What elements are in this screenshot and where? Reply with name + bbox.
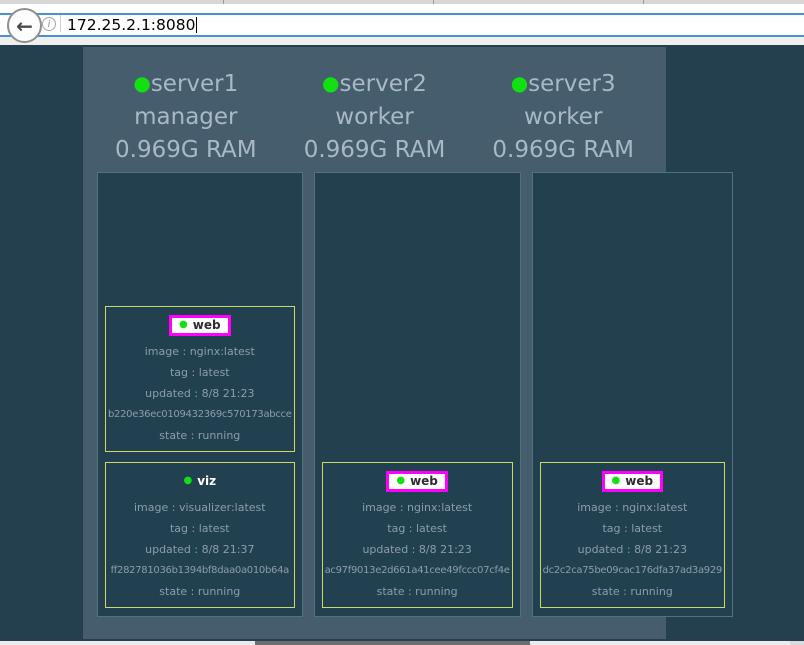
container-image: image : nginx:latest — [577, 501, 688, 514]
node-status-icon: ● — [133, 71, 151, 95]
container-updated: updated : 8/8 21:23 — [362, 543, 472, 556]
address-bar-divider — [60, 15, 61, 32]
tab-separator — [433, 0, 434, 4]
node-ram: 0.969G RAM — [115, 137, 257, 163]
service-highlight-box[interactable]: ● web — [601, 470, 664, 492]
container-status-icon: ● — [183, 475, 193, 486]
container-card-viz: ● viz image : visualizer:latest tag : lat… — [105, 462, 295, 608]
container-state: state : running — [376, 585, 458, 598]
address-bar[interactable] — [0, 13, 804, 37]
node-column-server1: ● web image : nginx:latest tag : latest u… — [97, 172, 303, 617]
node-name: server2 — [339, 71, 427, 97]
container-id: dc2c2ca75be09cac176dfa37ad3a929 — [542, 565, 722, 576]
container-tag: tag : latest — [169, 522, 230, 535]
container-card-web: ● web image : nginx:latest tag : latest u… — [539, 462, 725, 608]
node-role: manager — [134, 104, 238, 130]
node-role: worker — [335, 104, 414, 130]
container-state: state : running — [159, 585, 241, 598]
node-column-server2: ● web image : nginx:latest tag : latest u… — [313, 172, 521, 617]
container-tag: tag : latest — [387, 522, 447, 535]
horizontal-scrollbar[interactable] — [0, 641, 804, 645]
container-image: image : nginx:latest — [362, 501, 473, 514]
node-columns: ● web image : nginx:latest tag : latest u… — [83, 172, 733, 617]
container-title: ● viz — [108, 470, 292, 492]
back-button[interactable]: ← — [7, 8, 42, 43]
container-state: state : running — [159, 429, 241, 442]
service-title[interactable]: ● viz — [183, 474, 216, 488]
node-status-icon: ● — [322, 71, 340, 95]
container-updated: updated : 8/8 21:23 — [145, 387, 255, 400]
url-text: 172.25.2.1:8080 — [67, 16, 196, 34]
tab-separator — [643, 0, 644, 4]
visualizer-page: ●server1 manager 0.969G RAM ●server2 wor… — [0, 45, 804, 645]
node-name: server3 — [528, 71, 616, 97]
container-tag: tag : latest — [169, 366, 230, 379]
container-title: ● web — [325, 470, 510, 492]
container-state: state : running — [591, 585, 673, 598]
tab-strip — [0, 0, 804, 4]
node-role: worker — [523, 104, 603, 130]
node-header-server1: ●server1 manager 0.969G RAM — [97, 67, 275, 167]
container-image: image : nginx:latest — [144, 345, 255, 358]
container-status-icon: ● — [396, 475, 406, 486]
url-input[interactable]: 172.25.2.1:8080 — [67, 13, 198, 37]
text-caret — [196, 17, 198, 33]
container-id: ff282781036b1394bf8daa0a010b64a — [110, 565, 290, 576]
node-ram: 0.969G RAM — [492, 137, 634, 163]
node-headers: ●server1 manager 0.969G RAM ●server2 wor… — [83, 47, 666, 167]
browser-toolbar: ← i 172.25.2.1:8080 — [0, 0, 804, 45]
container-title: ● web — [543, 470, 722, 492]
container-card-web: ● web image : nginx:latest tag : latest u… — [321, 462, 513, 608]
node-header-server3: ●server3 worker 0.969G RAM — [474, 67, 652, 167]
container-updated: updated : 8/8 21:37 — [145, 543, 255, 556]
container-updated: updated : 8/8 21:23 — [577, 543, 687, 556]
back-arrow-icon: ← — [16, 13, 33, 38]
container-card-web: ● web image : nginx:latest tag : latest u… — [105, 306, 295, 452]
service-highlight-box[interactable]: ● web — [386, 470, 448, 492]
container-name: web — [192, 318, 221, 332]
node-ram: 0.969G RAM — [303, 137, 446, 163]
container-name: viz — [197, 474, 217, 488]
node-column-server3: ● web image : nginx:latest tag : latest u… — [531, 172, 733, 617]
container-name: web — [625, 474, 654, 488]
container-id: ac97f9013e2d661a41cee49fccc07cf4e — [324, 565, 510, 576]
container-image: image : visualizer:latest — [134, 501, 266, 514]
container-name: web — [410, 474, 438, 488]
scrollbar-end-cap — [790, 641, 804, 645]
service-highlight-box[interactable]: ● web — [169, 314, 231, 336]
node-name: server1 — [150, 71, 239, 97]
swarm-panel: ●server1 manager 0.969G RAM ●server2 wor… — [83, 47, 733, 639]
container-status-icon: ● — [611, 475, 621, 486]
container-title: ● web — [108, 314, 292, 336]
scrollbar-thumb[interactable] — [255, 641, 530, 645]
container-tag: tag : latest — [602, 522, 663, 535]
site-info-icon[interactable]: i — [42, 17, 56, 31]
container-id: b220e36ec0109432369c570173abcce — [108, 409, 292, 420]
tab-separator — [223, 0, 224, 4]
toolbar-lower-strip — [0, 37, 804, 45]
node-status-icon: ● — [510, 71, 529, 95]
container-status-icon: ● — [179, 319, 188, 330]
node-header-server2: ●server2 worker 0.969G RAM — [286, 67, 464, 167]
